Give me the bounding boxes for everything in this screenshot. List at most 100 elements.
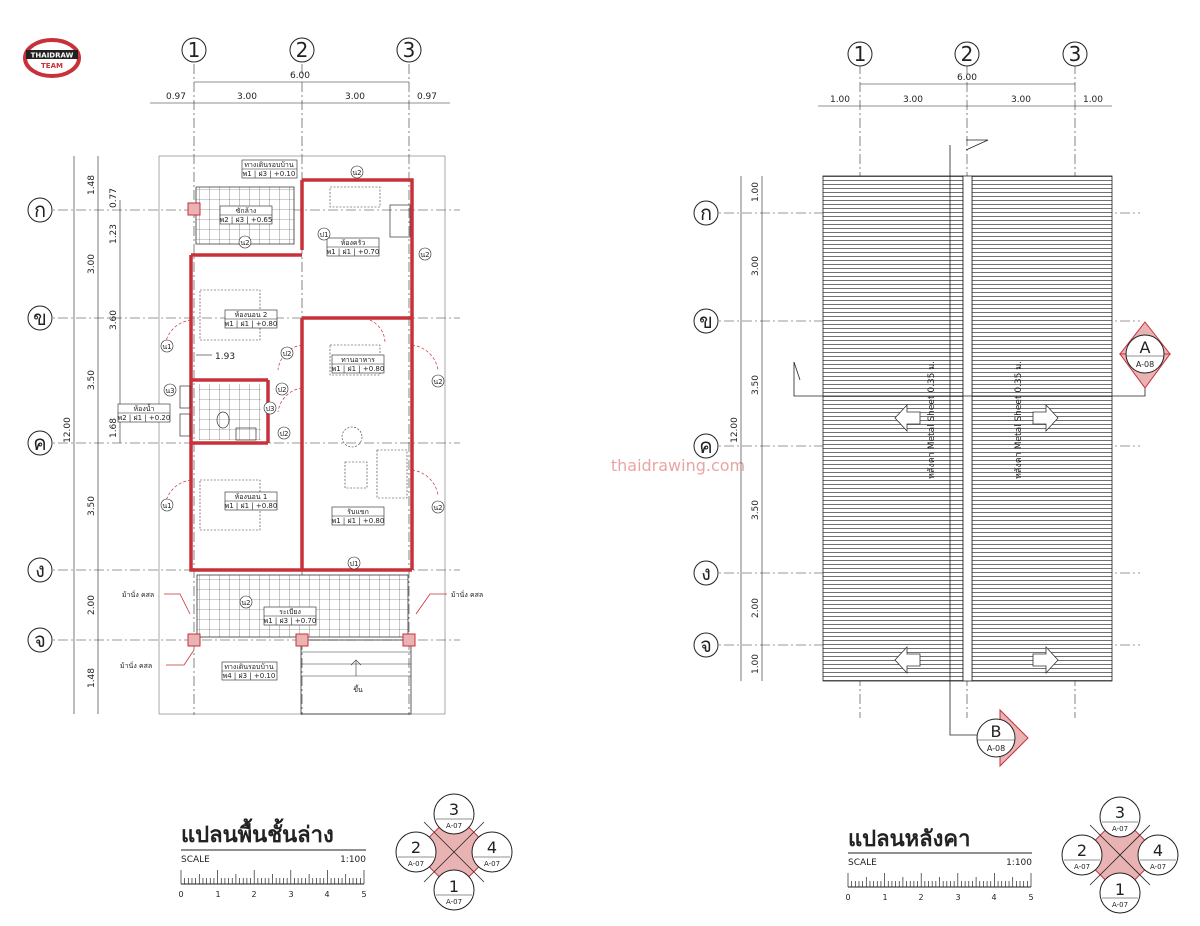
gp-col-bubble-3: 3: [396, 37, 422, 63]
gp-v-dim2-1: 0.77: [109, 188, 119, 208]
gp-dim-lines-top: [150, 81, 450, 104]
section-marker-b: B A-08: [976, 708, 1029, 768]
bench-callout-bottom: ม้านั่ง คสล: [120, 661, 152, 670]
gp-row-bubble-5-label: จ: [34, 628, 46, 652]
rp-scale-tick-4: 4: [991, 893, 996, 902]
room-code-bath: พ2 | ฝ1 | +0.20: [118, 414, 171, 422]
door-tag-2: ป2: [275, 382, 289, 396]
gp-dim-lines-left: [73, 156, 121, 714]
elev-1-n4: 1: [449, 877, 459, 896]
door-tag-1-label: ป1: [320, 231, 329, 239]
elev-1-sheet-right: A-07: [484, 860, 500, 868]
rp-col-dim-4: 1.00: [1083, 95, 1103, 105]
rp-v-dim-2: 3.00: [751, 256, 761, 276]
rp-col-dim-1: 1.00: [830, 95, 850, 105]
rp-scale-tick-3: 3: [955, 893, 960, 902]
gp-col-bubble-2-label: 2: [296, 38, 309, 62]
door-tag-4: ป2: [280, 346, 294, 360]
rp-dim-lines-top: [818, 83, 1112, 107]
room-tag-living: รับแขก พ1 | ฝ1 | +0.80: [332, 506, 384, 526]
gp-row-bubble-3: ค: [27, 430, 53, 456]
door-tag-5-label: ป3: [266, 405, 275, 413]
gp-v-dim-4: 3.50: [87, 496, 97, 516]
logo: THAIDRAW TEAM: [23, 38, 81, 78]
rp-scale-tick-5: 5: [1028, 893, 1033, 902]
gp-scale-tick-2: 2: [251, 890, 256, 899]
window-tag-7-label: น3: [165, 387, 174, 395]
roof-sheet-right: [971, 175, 1113, 682]
rp-v-dim-5: 2.00: [751, 598, 761, 618]
rp-scale-tick-0: 0: [845, 893, 850, 902]
gp-mid-dim: 1.93: [215, 352, 235, 362]
gp-row-bubble-5: จ: [27, 627, 53, 653]
gp-scale-tick-5: 5: [361, 890, 366, 899]
gp-overall-v-dim: 12.00: [63, 417, 73, 443]
elev-2-n3: 4: [1153, 841, 1163, 860]
rp-row-bubble-1-label: ก: [700, 201, 712, 225]
window-tag-1: น1: [160, 339, 174, 353]
gp-door-swings: [164, 317, 439, 506]
gp-window-tags: น1 น1 น2 น2 น2 น2 น3 น2 น2: [160, 165, 445, 609]
rp-row-bubble-1: ก: [693, 200, 719, 226]
window-tag-5: น2: [418, 247, 432, 261]
ground-floor-plan: 1 2 3 6.00 0.97 3.00 3.00 0.97 ก ข ค ง จ: [27, 37, 483, 715]
rp-scale-label: SCALE: [848, 858, 877, 868]
rp-scale-bar: [847, 873, 1032, 888]
rp-scale-tick-1: 1: [882, 893, 887, 902]
gp-scale-tick-1: 1: [215, 890, 220, 899]
roof-ridge: [962, 175, 973, 682]
room-name-walk-top: ทางเดินรอบบ้าน: [244, 161, 293, 169]
rp-row-bubble-5: จ: [693, 632, 719, 658]
window-tag-5-label: น2: [420, 251, 429, 259]
rp-row-bubble-3: ค: [693, 433, 719, 459]
gp-v-dim-6: 1.48: [87, 668, 97, 688]
logo-text-1: THAIDRAW: [31, 52, 74, 60]
gp-v-dim-5: 2.00: [87, 595, 97, 615]
gp-scale-tick-0: 0: [178, 890, 183, 899]
room-tag-walk-bot: ทางเดินรอบบ้าน พ4 | ฝ3 | +0.10: [221, 661, 278, 681]
gp-scale-label: SCALE: [181, 855, 210, 865]
room-name-bed2: ห้องนอน 2: [235, 311, 268, 319]
roof-material-label-right: หลังคา Metal Sheet 0.35 ม.: [1014, 361, 1024, 479]
gp-col-bubble-1: 1: [181, 37, 207, 63]
gp-col-dim-2: 3.00: [237, 92, 257, 102]
rp-col-dim-3: 3.00: [1011, 95, 1031, 105]
room-tag-terrace: ระเบียง พ1 | ฝ3 | +0.70: [264, 606, 316, 626]
window-tag-7: น3: [163, 383, 177, 397]
section-a-letter: A: [1140, 338, 1151, 357]
rp-v-dim-3: 3.50: [751, 375, 761, 395]
bench-callout-right: ม้านั่ง คสล: [451, 590, 483, 599]
gp-v-dim-1: 1.48: [87, 175, 97, 195]
rp-title-block: แปลนหลังคา SCALE 1:100 0 1 2 3 4 5: [845, 827, 1033, 902]
rp-scale-tick-2: 2: [918, 893, 923, 902]
elev-2-sheet-left: A-07: [1074, 863, 1090, 871]
elev-1-n2: 2: [411, 838, 421, 857]
roof-plan: 1 2 3 6.00 1.00 3.00 3.00 1.00 ก ข ค ง จ…: [693, 41, 1172, 768]
window-tag-2-label: น1: [162, 502, 171, 510]
rp-col-bubble-2: 2: [954, 41, 980, 67]
room-name-terrace: ระเบียง: [279, 608, 301, 616]
rp-dim-lines-left: [740, 176, 763, 681]
window-tag-3-label: น2: [240, 239, 249, 247]
door-tag-6: ป1: [347, 556, 361, 570]
bath-floor: [199, 384, 261, 440]
rp-row-bubble-4-label: ง: [701, 561, 711, 585]
gp-fixtures: [179, 204, 411, 441]
terrace-floor: [197, 575, 408, 637]
rp-row-bubble-2-label: ข: [699, 309, 713, 333]
gp-v-dim2-4: 1.68: [109, 418, 119, 438]
gp-col-bubble-2: 2: [289, 37, 315, 63]
room-name-dining: ทานอาหาร: [341, 356, 375, 364]
door-tag-3: ป2: [277, 426, 291, 440]
gp-scale-bar: [180, 870, 365, 885]
room-name-bath: ห้องน้ำ: [134, 402, 155, 413]
window-tag-4-label: น2: [352, 169, 361, 177]
window-tag-8-label: น2: [433, 504, 442, 512]
rp-overall-v-dim: 12.00: [730, 417, 740, 443]
window-tag-3: น2: [238, 235, 252, 249]
door-tag-5: ป3: [263, 401, 277, 415]
rp-col-bubble-1: 1: [847, 41, 873, 67]
roof-sheet-left: [822, 175, 964, 682]
section-a-sheet: A-08: [1136, 360, 1154, 369]
gp-col-dim-1: 0.97: [166, 92, 186, 102]
